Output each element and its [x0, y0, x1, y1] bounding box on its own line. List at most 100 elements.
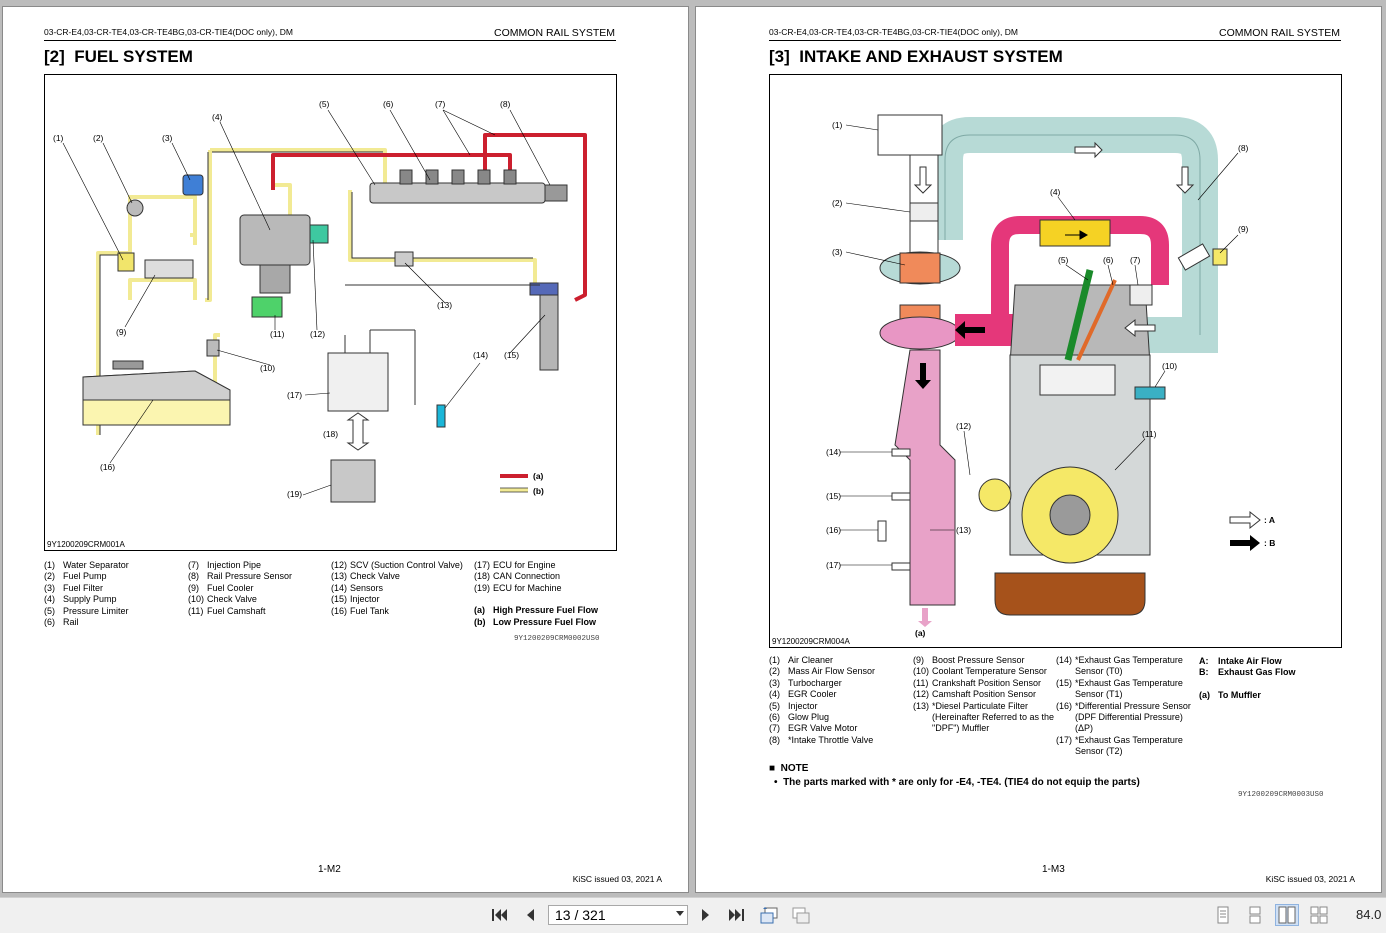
- callout-1: (1): [832, 120, 843, 130]
- injector-shape: [1064, 269, 1094, 361]
- last-page-icon[interactable]: [725, 904, 749, 926]
- parts-list-col3: (12)SCV (Suction Control Valve) (13)Chec…: [331, 560, 463, 617]
- kisc-issued: KiSC issued 03, 2021 A: [1265, 874, 1355, 884]
- callout-3: (3): [832, 247, 843, 257]
- right-page: 03-CR-E4,03-CR-TE4,03-CR-TE4BG,03-CR-TIE…: [695, 6, 1382, 893]
- fuel-camshaft-shape: [251, 296, 283, 318]
- high-pressure-lines: [271, 133, 587, 302]
- list-item: (11)Crankshaft Position Sensor: [913, 677, 1042, 688]
- flow-legend-b: (b)Low Pressure Fuel Flow: [474, 616, 597, 627]
- list-item: (12)Camshaft Position Sensor: [913, 689, 1037, 700]
- page-number-input[interactable]: 13 / 321: [548, 905, 688, 925]
- list-item: (14)*Exhaust Gas Temperature: [1056, 655, 1183, 665]
- callout-11: (11): [270, 329, 285, 339]
- intake-exhaust-diagram: (1) (2) (3) (4) (5) (6) (7) (8) (9) (10)…: [769, 74, 1342, 648]
- legend-b-label: : B: [1264, 538, 1275, 548]
- callout-18: (18): [323, 429, 338, 439]
- diagram-callouts: (1) (2) (3) (4) (5) (6) (7) (8) (9) (10)…: [826, 120, 1275, 638]
- coolant-sensor-shape: [1134, 386, 1166, 400]
- list-item: (15)*Exhaust Gas Temperature: [1056, 677, 1183, 688]
- list-item: (5)Pressure Limiter: [44, 605, 129, 616]
- next-page-icon[interactable]: [694, 904, 718, 926]
- parts-list-col4: (17)ECU for Engine (18)CAN Connection (1…: [474, 560, 598, 628]
- list-item: (Hereinafter Referred to as the: [932, 712, 1055, 723]
- air-cleaner-shape: [877, 114, 943, 156]
- callout-11: (11): [1142, 429, 1157, 439]
- list-item: (1)Air Cleaner: [769, 655, 834, 665]
- flow-legend-b: B:Exhaust Gas Flow: [1199, 667, 1296, 678]
- list-item: (3)Turbocharger: [769, 677, 842, 688]
- fuel-system-drawing: (1) (2) (3) (4) (5) (6) (7) (8) (9) (10)…: [53, 99, 587, 503]
- header-section: COMMON RAIL SYSTEM: [494, 27, 615, 39]
- single-page-icon[interactable]: [1211, 904, 1235, 926]
- callout-2: (2): [93, 133, 104, 143]
- parts-list-col1: (1)Water Separator (2)Fuel Pump (3)Fuel …: [44, 560, 129, 628]
- rail-shape: [369, 182, 546, 204]
- flow-legend-a: A:Intake Air Flow: [1199, 656, 1282, 666]
- list-item: (6)Glow Plug: [769, 712, 830, 723]
- list-item: (1)Water Separator: [44, 560, 129, 570]
- viewer-toolbar: 13 / 321 84.0: [0, 897, 1386, 933]
- list-item: (13)*Diesel Particulate Filter: [913, 700, 1029, 711]
- note-heading: ■ NOTE: [769, 763, 809, 774]
- header-section: COMMON RAIL SYSTEM: [1219, 27, 1340, 39]
- list-item: (12)SCV (Suction Control Valve): [331, 560, 463, 570]
- rotate-icon[interactable]: [757, 904, 781, 926]
- muffler-legend: (a)To Muffler: [1199, 689, 1261, 700]
- first-page-icon[interactable]: [487, 904, 511, 926]
- kisc-issued: KiSC issued 03, 2021 A: [572, 874, 662, 884]
- parts-list-col2: (9)Boost Pressure Sensor (10)Coolant Tem…: [913, 655, 1054, 735]
- list-item: (4)Supply Pump: [44, 594, 117, 605]
- callout-5: (5): [1058, 255, 1069, 265]
- ecu-engine-shape: [327, 352, 389, 412]
- list-item: (16)*Differential Pressure Sensor: [1056, 700, 1191, 711]
- callout-12: (12): [310, 329, 325, 339]
- scv-shape: [309, 224, 329, 244]
- list-item: (14)Sensors: [331, 582, 384, 593]
- diagram-callouts: (1) (2) (3) (4) (5) (6) (7) (8) (9) (10)…: [53, 99, 544, 499]
- prev-page-icon[interactable]: [518, 904, 542, 926]
- intake-exhaust-drawing: (1) (2) (3) (4) (5) (6) (7) (8) (9) (10)…: [826, 114, 1275, 638]
- section-title-text: FUEL SYSTEM: [74, 47, 193, 66]
- water-separator-shape: [117, 252, 135, 272]
- left-page: 03-CR-E4,03-CR-TE4,03-CR-TE4BG,03-CR-TIE…: [2, 6, 689, 893]
- list-item: (8)Rail Pressure Sensor: [188, 571, 293, 582]
- list-item: (2)Mass Air Flow Sensor: [769, 666, 876, 677]
- continuous-icon[interactable]: [1243, 904, 1267, 926]
- list-item: (7)Injection Pipe: [188, 560, 262, 570]
- callout-12: (12): [956, 421, 971, 431]
- legend-a-label: (a): [533, 471, 544, 481]
- legend-b-label: (b): [533, 486, 544, 496]
- supply-pump-shape: [239, 214, 311, 266]
- turbocharger-shape: [899, 252, 941, 284]
- egr-valve-shape: [1129, 284, 1153, 306]
- callout-a: (a): [915, 628, 926, 638]
- chevron-down-icon[interactable]: [676, 911, 684, 916]
- two-page-icon[interactable]: [1275, 904, 1299, 926]
- two-page-continuous-icon[interactable]: [1307, 904, 1331, 926]
- fuel-pump-shape: [126, 199, 144, 217]
- section-number: [2]: [44, 47, 65, 66]
- page-number: 1-M2: [318, 864, 341, 875]
- callout-15: (15): [504, 350, 519, 360]
- zoom-level[interactable]: 84.0: [1356, 907, 1382, 922]
- maf-sensor-shape: [909, 202, 939, 222]
- callout-17: (17): [287, 390, 302, 400]
- oil-pan-shape: [994, 572, 1146, 616]
- list-item: (13)Check Valve: [331, 571, 400, 582]
- callout-6: (6): [1103, 255, 1114, 265]
- callout-15: (15): [826, 491, 841, 501]
- doc-code: 9Y1200209CRM0002US0: [514, 635, 600, 643]
- callout-9: (9): [116, 327, 127, 337]
- compare-icon[interactable]: [789, 904, 813, 926]
- list-item: Sensor (T2): [1075, 746, 1123, 757]
- callout-7: (7): [435, 99, 446, 109]
- callout-6: (6): [383, 99, 394, 109]
- legend-arrow-a: [1229, 510, 1261, 530]
- note-text: • The parts marked with * are only for -…: [774, 777, 1140, 788]
- list-item: (7)EGR Valve Motor: [769, 723, 858, 734]
- fuel-system-diagram: (1) (2) (3) (4) (5) (6) (7) (8) (9) (10)…: [44, 74, 617, 551]
- section-title: [3] INTAKE AND EXHAUST SYSTEM: [769, 47, 1063, 67]
- parts-list-col2: (7)Injection Pipe (8)Rail Pressure Senso…: [188, 560, 292, 617]
- list-item: (17)ECU for Engine: [474, 560, 556, 570]
